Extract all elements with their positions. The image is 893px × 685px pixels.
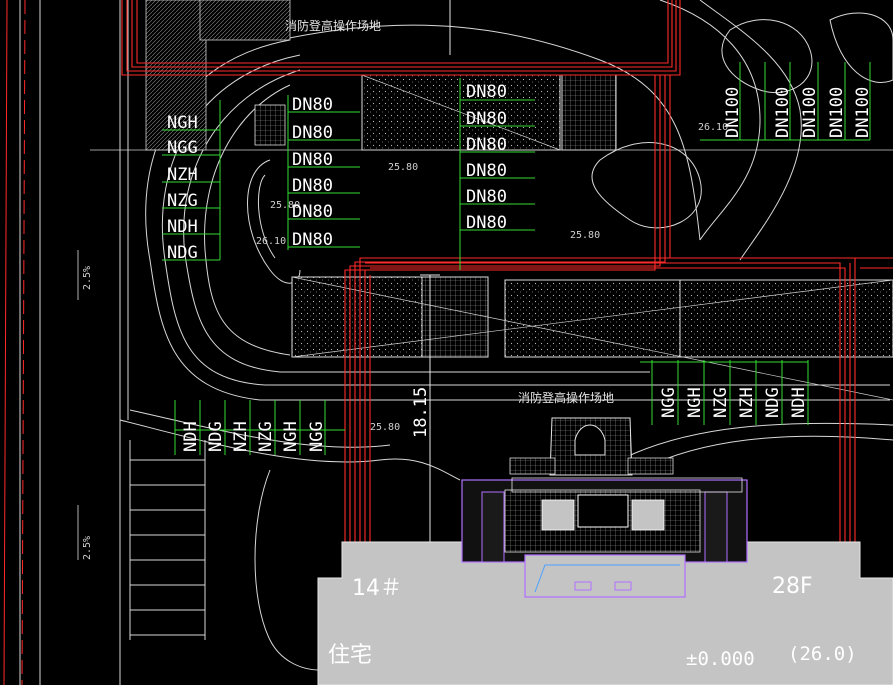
paving-grid-mid (421, 276, 489, 358)
lobby-interior (524, 554, 686, 598)
site-boundary-left-2 (21, 0, 26, 685)
dimension-label: 18.15 (411, 387, 431, 438)
fire-area-label-top: 消防登高操作场地 (285, 18, 381, 33)
pipe-labels-left: NGH NGG NZH NZG NDH NDG (167, 113, 198, 263)
entrance-door (577, 494, 629, 528)
pipe-bl-4: NGH (281, 421, 301, 452)
bench-left (509, 457, 556, 475)
dn-mid-0: DN80 (466, 82, 507, 102)
pipe-br-3: NZH (737, 387, 757, 418)
pipe-labels-bottom-left: NDH NDG NZH NZG NGH NGG (181, 421, 327, 452)
pipe-br-1: NGH (685, 387, 705, 418)
green-leaders (162, 62, 871, 685)
dn-mid-3: DN80 (466, 161, 507, 181)
entrance-window-left (541, 499, 575, 531)
pipe-bl-1: NDG (206, 421, 226, 452)
building-zero-level: ±0.000 (686, 648, 755, 670)
dn-left-1: DN80 (292, 123, 333, 143)
dn-right-2: DN100 (800, 87, 820, 138)
dn-left-2: DN80 (292, 150, 333, 170)
paving-grid-left (254, 104, 286, 146)
pipe-label-left-2: NZH (167, 165, 198, 185)
building-number: 14＃ (352, 576, 402, 601)
pipe-label-left-3: NZG (167, 191, 198, 211)
pipe-bl-0: NDH (181, 421, 201, 452)
parking-stalls (129, 440, 206, 640)
elevation-label-4: 25.80 (270, 200, 300, 211)
fire-area-label-mid: 消防登高操作场地 (518, 390, 614, 405)
planting-bed-mid-3 (679, 279, 893, 358)
pipe-label-left-1: NGG (167, 138, 198, 158)
site-boundary-left (3, 0, 8, 685)
elevation-label-3: 25.80 (370, 422, 400, 433)
pipe-label-left-0: NGH (167, 113, 198, 133)
elevation-label-5: 26.10 (256, 236, 286, 247)
pipe-label-left-5: NDG (167, 243, 198, 263)
lobby-marker-2 (614, 581, 632, 591)
dn-left-5: DN80 (292, 230, 333, 250)
dn-mid-4: DN80 (466, 187, 507, 207)
planting-bed-mid-1 (291, 276, 423, 358)
slope-label-1: 2.5% (82, 266, 93, 290)
pipe-dn-mid: DN80 DN80 DN80 DN80 DN80 DN80 (466, 82, 507, 233)
pipe-dn-right: DN100 DN100 DN100 DN100 DN100 (723, 87, 873, 138)
building-floors: 28F (772, 574, 813, 599)
elevation-label-2: 25.80 (570, 230, 600, 241)
stair-left (481, 491, 505, 563)
dn-mid-2: DN80 (466, 135, 507, 155)
pipe-label-left-4: NDH (167, 217, 198, 237)
stair-right (704, 491, 728, 563)
dn-left-3: DN80 (292, 176, 333, 196)
drop-off-outline (511, 477, 743, 493)
building-14 (317, 417, 893, 685)
dn-mid-5: DN80 (466, 213, 507, 233)
pipe-bl-3: NZG (256, 421, 276, 452)
pipe-br-5: NDH (789, 387, 809, 418)
dn-right-0: DN100 (723, 87, 743, 138)
dn-right-3: DN100 (827, 87, 847, 138)
lobby-ramp (534, 564, 680, 593)
lobby-marker-1 (574, 581, 592, 591)
slope-label-2: 2.5% (82, 536, 93, 560)
pipe-br-2: NZG (711, 387, 731, 418)
elevation-label-1: 25.80 (388, 162, 418, 173)
construction-lines (90, 74, 893, 401)
dn-right-4: DN100 (853, 87, 873, 138)
pipe-dn-left: DN80 DN80 DN80 DN80 DN80 DN80 (292, 95, 333, 250)
dn-right-1: DN100 (773, 87, 793, 138)
building-use: 住宅 (328, 643, 372, 668)
pipe-br-0: NGG (659, 387, 679, 418)
dn-left-4: DN80 (292, 202, 333, 222)
dn-left-0: DN80 (292, 95, 333, 115)
pipe-bl-5: NGG (307, 421, 327, 452)
dn-mid-1: DN80 (466, 109, 507, 129)
pipe-br-4: NDG (763, 387, 783, 418)
red-pipe-bundles (121, 0, 893, 545)
pipe-bl-2: NZH (231, 421, 251, 452)
building-abs-level: (26.0) (788, 643, 857, 665)
pipe-labels-bottom-right: NGG NGH NZG NZH NDG NDH (659, 387, 809, 418)
bench-right (627, 457, 674, 475)
paving-grid-top (561, 74, 617, 151)
entrance-window-right (631, 499, 665, 531)
plaza-arch (574, 424, 606, 456)
elevation-label-6: 26.10 (698, 122, 728, 133)
hatch-top-strip (199, 0, 291, 41)
